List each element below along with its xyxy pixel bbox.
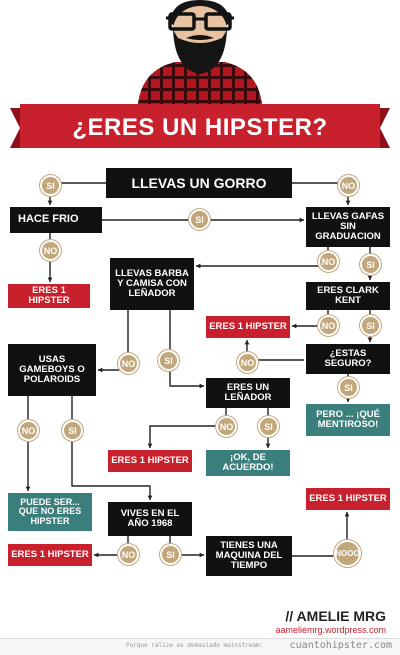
node-mentiroso: PERO ... ¡QUÉ MENTIROSO! xyxy=(306,404,390,436)
badge-si: SI xyxy=(338,377,359,398)
page-title: ¿ERES UN HIPSTER? xyxy=(72,114,328,141)
node-clark: ERES CLARK KENT xyxy=(306,282,390,310)
badge-no: NO xyxy=(338,175,359,196)
badge-nooo: NOOO xyxy=(334,540,361,567)
badge-si: SI xyxy=(158,350,179,371)
node-lenador: ERES UN LEÑADOR xyxy=(206,378,290,408)
node-hipster-lenador: ERES 1 HIPSTER xyxy=(108,450,192,472)
badge-no: NO xyxy=(318,315,339,336)
connector-arrowhead xyxy=(147,495,153,500)
footer-caption: Porque ralize es demasiado mainstream: xyxy=(126,642,264,649)
node-puede: PUEDE SER... QUE NO ERES HIPSTER xyxy=(8,493,92,531)
connector-arrowhead xyxy=(265,443,271,448)
badge-si: SI xyxy=(360,254,381,275)
node-maquina: TIENES UNA MAQUINA DEL TIEMPO xyxy=(206,536,292,576)
connector-arrowhead xyxy=(244,340,250,345)
badge-si: SI xyxy=(189,209,210,230)
connector-arrowhead xyxy=(47,200,53,205)
node-barba: LLEVAS BARBA Y CAMISA CON LEÑADOR xyxy=(110,258,194,310)
hipster-portrait xyxy=(138,0,262,104)
author-credit: // AMELIE MRG xyxy=(285,608,386,624)
connector-arrowhead xyxy=(367,337,373,342)
node-hipster-frio: ERES 1 HIPSTER xyxy=(8,284,90,308)
badge-si: SI xyxy=(62,420,83,441)
badge-si: SI xyxy=(40,175,61,196)
connector-arrowhead xyxy=(147,443,153,448)
connector-arrowhead xyxy=(98,367,103,373)
node-seguro: ¿ESTAS SEGURO? xyxy=(306,344,390,374)
badge-no: NO xyxy=(18,420,39,441)
footer-bar xyxy=(0,638,400,655)
footer-site: cuantohipster.com xyxy=(289,640,392,651)
badge-no: NO xyxy=(118,353,139,374)
connector-line xyxy=(71,396,151,500)
connector-arrowhead xyxy=(344,512,350,517)
node-hipster-mid: ERES 1 HIPSTER xyxy=(206,316,290,338)
connector-arrowhead xyxy=(199,552,204,558)
badge-no: NO xyxy=(118,544,139,565)
connector-line xyxy=(149,408,227,448)
connector-arrowhead xyxy=(345,397,351,402)
connector-line xyxy=(169,310,204,387)
connector-arrowhead xyxy=(199,383,204,389)
node-gafas: LLEVAS GAFAS SIN GRADUACION xyxy=(306,207,390,247)
connector-arrowhead xyxy=(196,263,201,269)
badge-no: NO xyxy=(216,416,237,437)
badge-no: NO xyxy=(40,240,61,261)
badge-si: SI xyxy=(360,315,381,336)
title-banner xyxy=(10,104,390,148)
connector-arrowhead xyxy=(47,277,53,282)
node-gorro: LLEVAS UN GORRO xyxy=(106,168,292,198)
badge-si: SI xyxy=(258,416,279,437)
node-ok: ¡OK, DE ACUERDO! xyxy=(206,450,290,476)
node-hipster-right: ERES 1 HIPSTER xyxy=(306,488,390,510)
node-gameboys: USAS GAMEBOYS O POLAROIDS xyxy=(8,344,96,396)
node-frio: HACE FRIO xyxy=(10,207,102,233)
badge-no: NO xyxy=(318,251,339,272)
connector-arrowhead xyxy=(345,200,351,205)
connector-arrowhead xyxy=(292,323,297,329)
connector-arrowhead xyxy=(94,552,99,558)
connector-arrowhead xyxy=(367,275,373,280)
badge-si: SI xyxy=(160,544,181,565)
connector-arrowhead xyxy=(299,217,304,223)
badge-no: NO xyxy=(237,352,258,373)
connector-line xyxy=(196,247,329,267)
author-url: aameliemrg.wordpress.com xyxy=(275,625,386,635)
connector-arrowhead xyxy=(25,486,31,491)
node-hipster-bottom: ERES 1 HIPSTER xyxy=(8,544,92,566)
node-vives: VIVES EN EL AÑO 1968 xyxy=(108,502,192,536)
